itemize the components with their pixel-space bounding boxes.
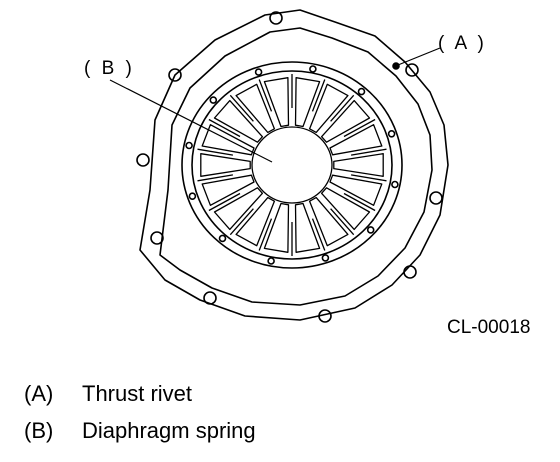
spring-finger — [200, 153, 251, 177]
rivet — [254, 68, 263, 76]
mounting-hole — [136, 153, 150, 167]
rivet — [321, 254, 330, 262]
figure-code: CL-00018 — [447, 317, 531, 338]
spring-finger — [213, 99, 264, 143]
diaphragm-spring — [197, 74, 387, 256]
spring-finger — [263, 77, 290, 128]
spring-finger — [333, 153, 384, 177]
mounting-hole — [150, 231, 164, 245]
mounting-hole — [318, 309, 332, 323]
finger-slot — [343, 192, 376, 212]
spring-finger — [320, 187, 371, 231]
spring-finger — [294, 202, 321, 253]
callout-label-a: ( A ) — [438, 33, 487, 54]
rivet — [267, 257, 275, 265]
legend-key: (A) — [24, 381, 54, 406]
clutch-cover-flange — [159, 27, 433, 306]
spring-finger — [308, 83, 349, 134]
finger-slot — [343, 118, 376, 138]
finger-slot — [258, 79, 273, 112]
mounting-hole — [429, 191, 443, 205]
rivet — [387, 130, 396, 138]
spring-finger — [263, 202, 290, 253]
spring-finger — [294, 77, 321, 128]
legend-item-a: (A) Thrust rivet — [24, 383, 192, 405]
finger-slot — [229, 94, 254, 122]
spring-finger — [235, 83, 276, 134]
spring-finger — [329, 124, 383, 156]
spring-finger — [235, 196, 276, 247]
mounting-hole — [403, 265, 417, 279]
finger-slot — [197, 174, 234, 182]
finger-slot — [208, 192, 241, 212]
finger-slot — [208, 118, 241, 138]
spring-finger — [308, 196, 349, 247]
rivet — [188, 192, 197, 200]
mounting-hole — [168, 68, 182, 82]
pressure-ring-outer — [181, 61, 403, 269]
finger-slot — [350, 148, 387, 156]
callout-label-b: ( B ) — [84, 58, 135, 79]
spring-finger — [201, 174, 255, 206]
leader-line-a — [397, 47, 441, 66]
rivet — [309, 65, 317, 73]
finger-slot — [330, 208, 355, 236]
spring-finger — [201, 124, 255, 156]
rivet — [357, 87, 366, 96]
rivet — [185, 141, 193, 150]
mounting-hole — [203, 291, 217, 305]
finger-slot — [311, 79, 326, 112]
leader-line-b — [109, 79, 273, 163]
rivet — [391, 180, 399, 189]
thrust-rivets — [185, 65, 399, 265]
finger-slot — [229, 208, 254, 236]
legend-text: Thrust rivet — [82, 381, 193, 406]
finger-slot — [330, 94, 355, 122]
clutch-cover-diagram — [109, 9, 449, 323]
thrust-rivet-marker — [392, 62, 400, 70]
finger-slot — [258, 218, 273, 251]
rivet — [218, 234, 227, 243]
legend-text: Diaphragm spring — [82, 418, 256, 443]
finger-slot — [350, 174, 387, 182]
rivet — [209, 96, 218, 104]
finger-slot — [311, 218, 326, 251]
spring-finger — [213, 187, 264, 231]
pressure-ring-inner — [191, 70, 393, 260]
spring-finger — [320, 99, 371, 143]
rivet — [366, 226, 375, 234]
mounting-hole — [269, 11, 283, 25]
finger-slot — [197, 148, 234, 156]
spring-finger — [329, 174, 383, 206]
mounting-hole — [405, 63, 419, 77]
legend-key: (B) — [24, 418, 54, 443]
clutch-cover-outline — [139, 9, 449, 321]
legend-item-b: (B) Diaphragm spring — [24, 420, 256, 442]
